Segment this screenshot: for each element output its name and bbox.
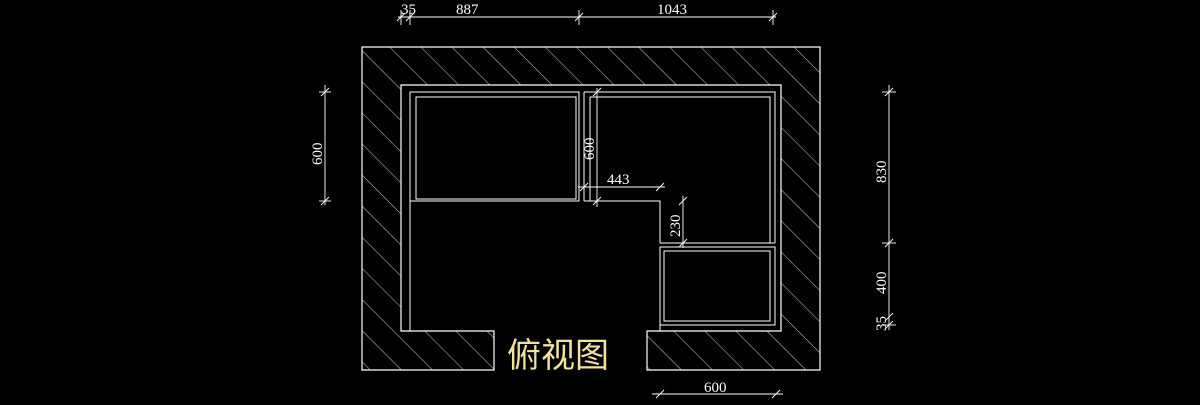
dim-text-887: 887 bbox=[456, 2, 479, 18]
dim-text-35-top: 35 bbox=[401, 2, 416, 18]
room-outline bbox=[400, 84, 782, 331]
cabinet-lower-right bbox=[659, 246, 776, 332]
dim-text-400: 400 bbox=[874, 272, 890, 295]
drawing-title: 俯视图 bbox=[507, 336, 609, 376]
dim-text-830: 830 bbox=[874, 161, 890, 184]
dim-text-600-mid: 600 bbox=[582, 138, 598, 161]
cabinet-top-left bbox=[409, 91, 580, 331]
dimension-top bbox=[396, 10, 778, 25]
dimension-443 bbox=[578, 182, 665, 192]
dim-text-1043: 1043 bbox=[657, 2, 687, 18]
dimension-230 bbox=[678, 196, 688, 248]
dim-text-230: 230 bbox=[668, 215, 684, 238]
dim-text-600-bottom: 600 bbox=[704, 380, 727, 396]
dimension-right bbox=[882, 85, 896, 330]
dim-text-443: 443 bbox=[607, 172, 630, 188]
dimension-left-600 bbox=[319, 85, 331, 206]
dim-text-600-left: 600 bbox=[310, 143, 326, 166]
dim-text-35-right: 35 bbox=[874, 316, 890, 331]
dimension-bottom-600 bbox=[652, 389, 783, 399]
